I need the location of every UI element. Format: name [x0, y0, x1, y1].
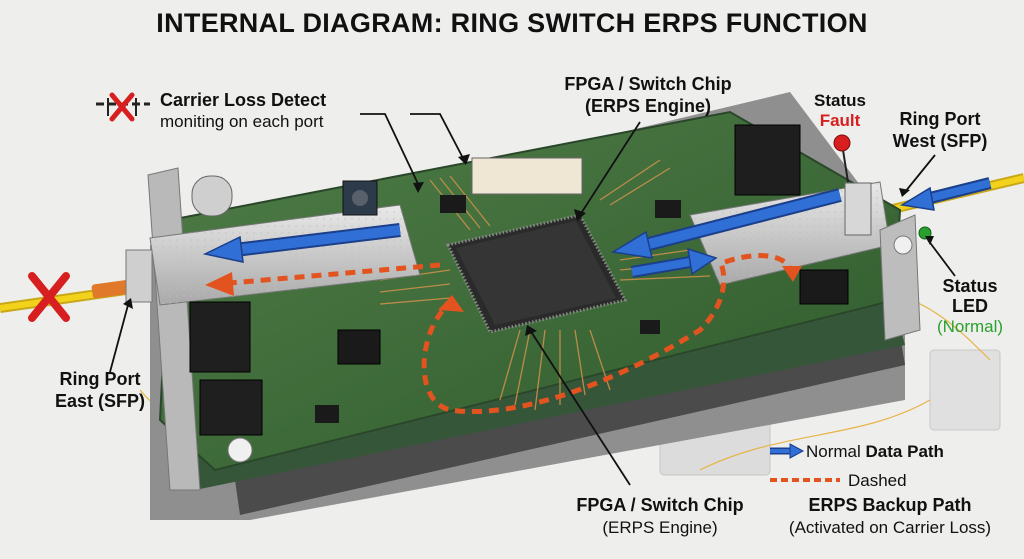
- legend-normal-bold: Data Path: [865, 442, 944, 461]
- status-led-line2: LED: [952, 296, 988, 316]
- ring-west-line1: Ring Port: [899, 109, 981, 129]
- normal-data-path-arrows: [202, 177, 992, 278]
- fpga-bottom-line1: FPGA / Switch Chip: [576, 495, 744, 515]
- legend-dashed: Dashed: [848, 471, 907, 490]
- ring-west-line2: West (SFP): [892, 131, 988, 151]
- carrier-loss-sub: moniting on each port: [160, 112, 324, 131]
- header-connector: [471, 157, 583, 195]
- ring-east-line1: Ring Port: [59, 369, 141, 389]
- rj45-port: [734, 124, 801, 196]
- fpga-chip: [445, 213, 628, 334]
- status-led-line1: Status: [942, 276, 998, 296]
- legend-normal: Normal Data Path: [806, 442, 944, 462]
- fpga-top-line2: (ERPS Engine): [584, 96, 711, 116]
- fpga-bottom-line2: (ERPS Engine): [602, 518, 718, 537]
- carrier-loss-icon: [96, 92, 150, 122]
- legend-normal-prefix: Normal: [806, 442, 861, 461]
- diagram-title: INTERNAL DIAGRAM: RING SWITCH ERPS FUNCT…: [156, 8, 868, 38]
- status-top-value: Fault: [819, 111, 861, 130]
- east-sfp-connector: [125, 249, 153, 303]
- status-top-label: Status: [814, 91, 866, 110]
- fault-x-east: [28, 272, 70, 322]
- fpga-top-line1: FPGA / Switch Chip: [564, 74, 732, 94]
- ring-east-line2: East (SFP): [54, 391, 146, 411]
- carrier-loss-title: Carrier Loss Detect: [160, 90, 327, 110]
- legend-backup-sub: (Activated on Carrier Loss): [788, 518, 992, 537]
- west-sfp-connector: [844, 182, 872, 236]
- fault-led: [833, 134, 851, 152]
- legend-backup-title: ERPS Backup Path: [808, 495, 972, 515]
- status-led-value: (Normal): [936, 317, 1004, 336]
- backup-arrow-east: [205, 272, 234, 296]
